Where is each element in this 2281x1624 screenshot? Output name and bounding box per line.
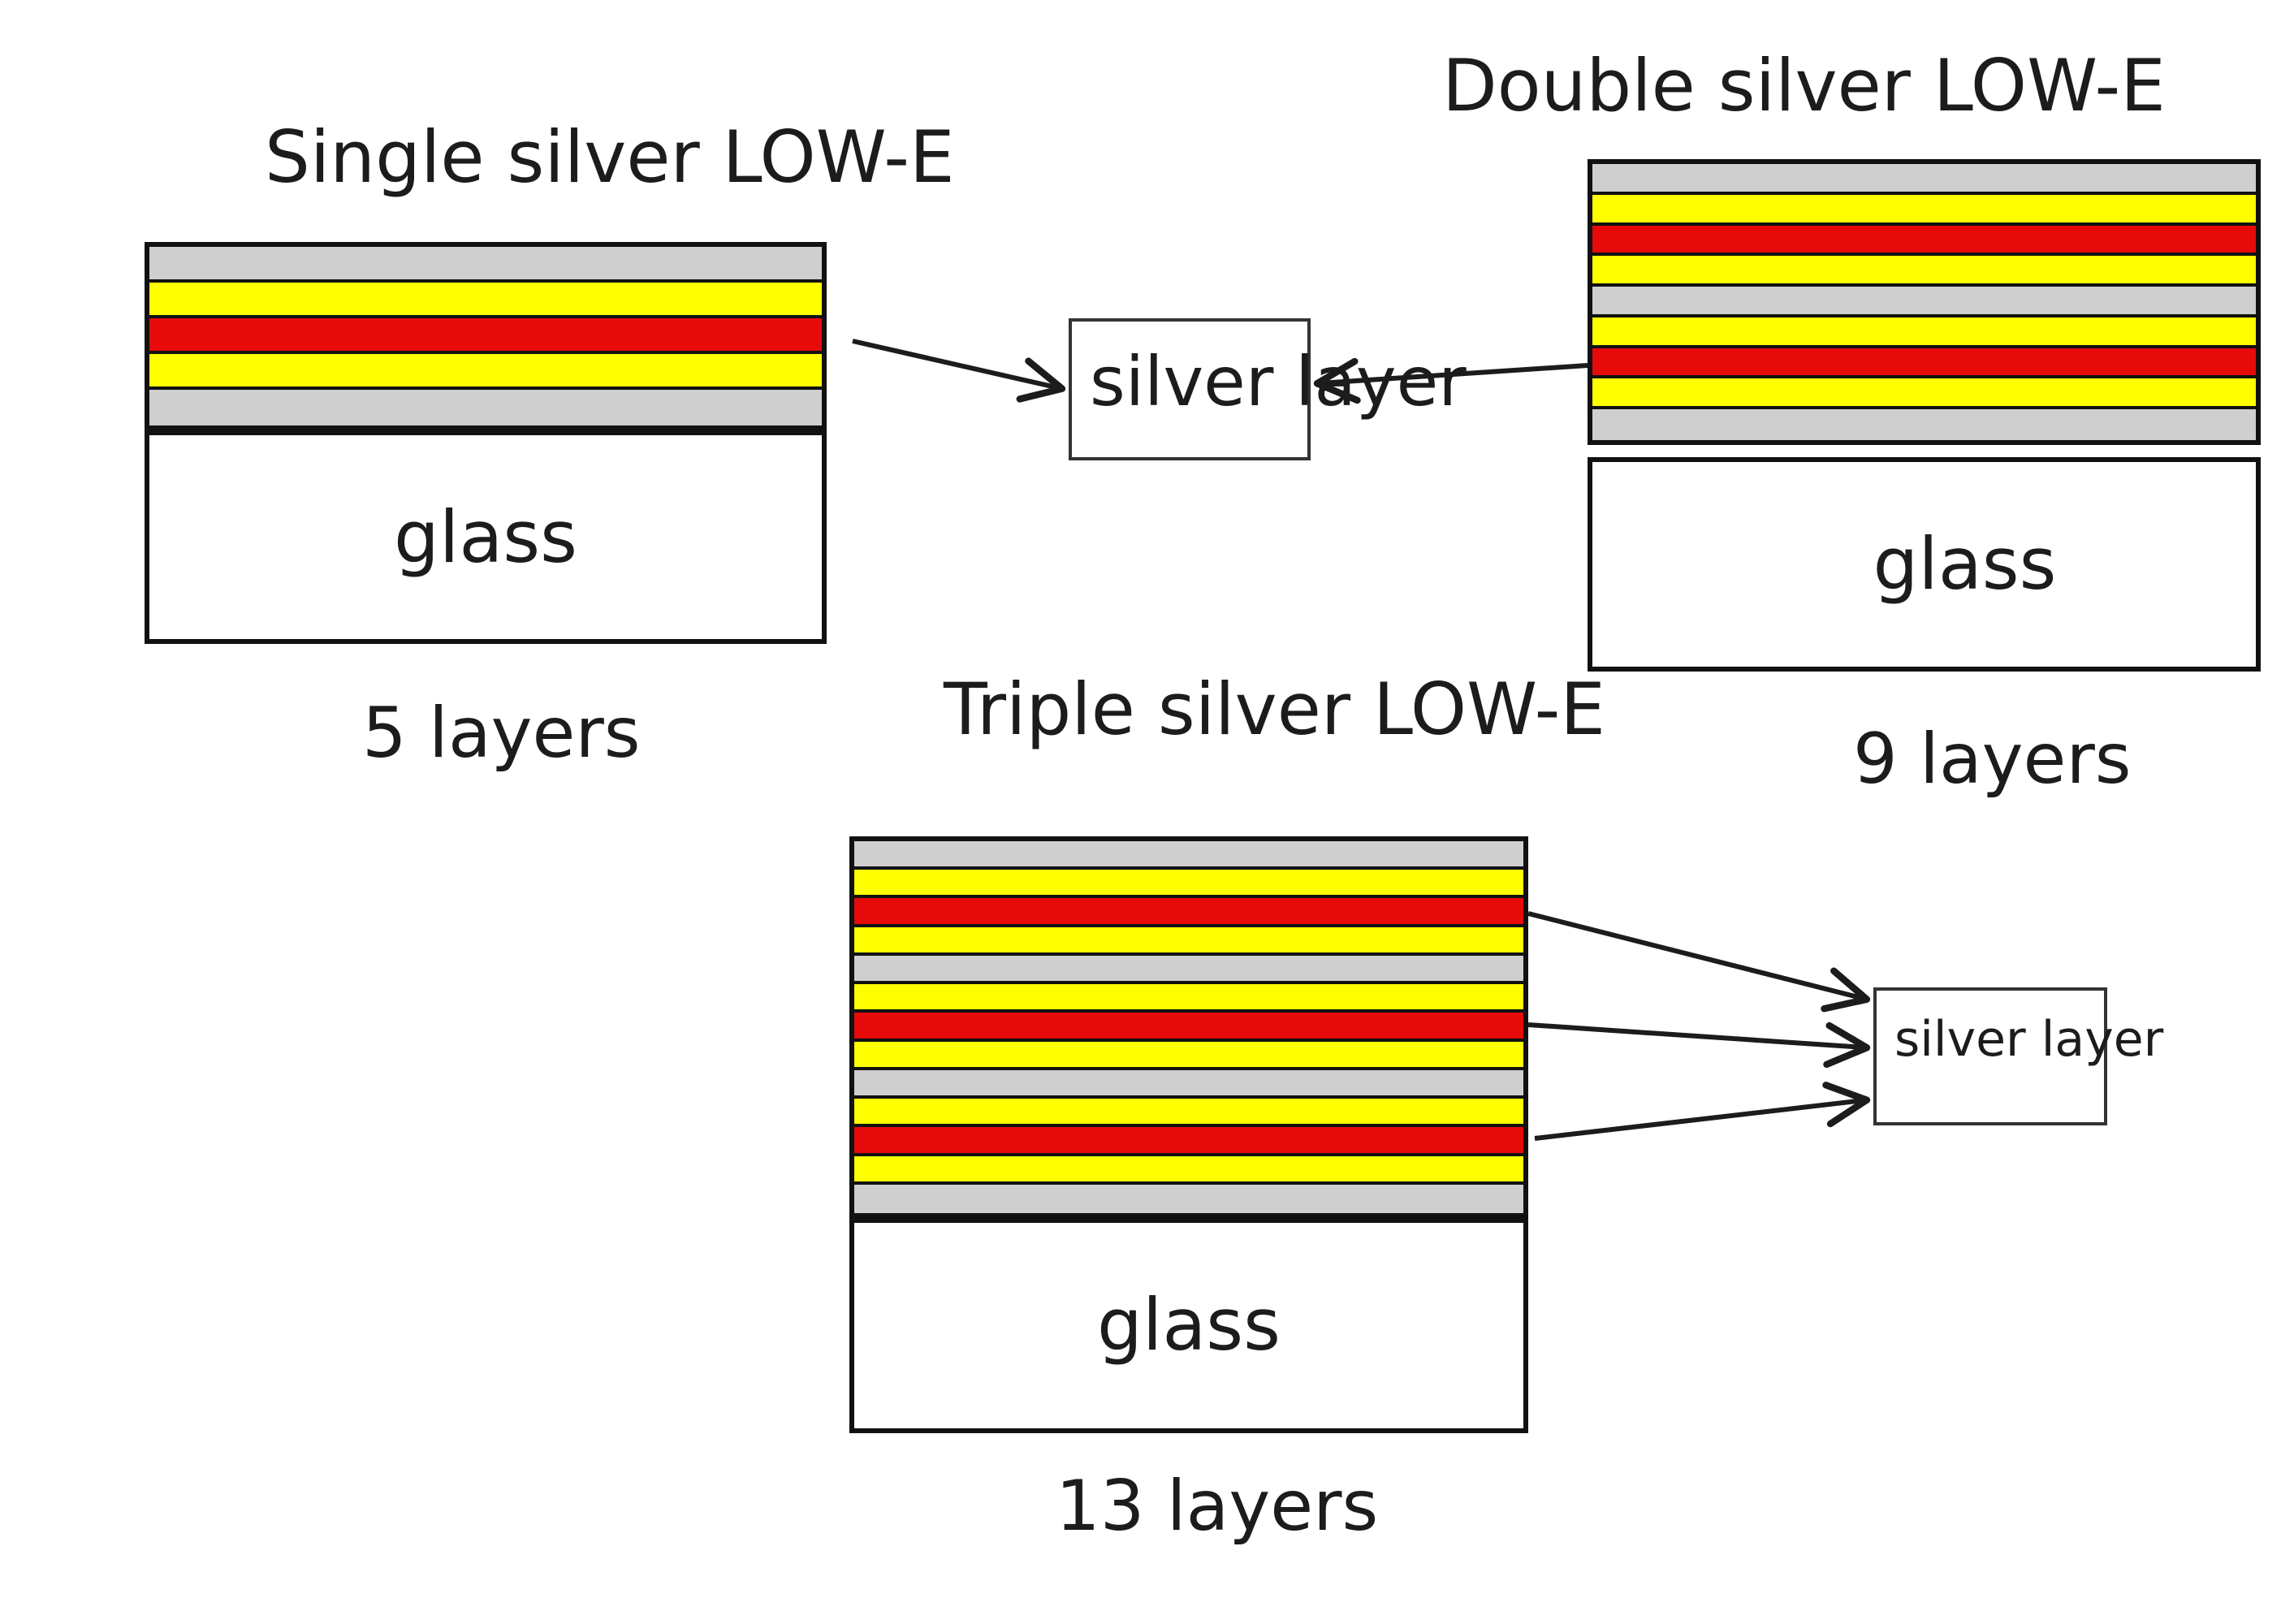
triple-layer-7-silver [854,1013,1523,1042]
single-layer-5-dielectric [149,390,822,425]
triple-layer-13-dielectric [854,1184,1523,1213]
silver-layer-callout-box-lower [1873,987,2107,1125]
double-layer-2-barrier [1592,194,2256,226]
double-layer-4-barrier [1592,256,2256,287]
triple-layer-9-dielectric [854,1069,1523,1099]
triple-layer-3-silver [854,898,1523,927]
triple-silver-layer-stack [849,836,1528,1218]
single-layer-4-barrier [149,354,822,390]
double-layer-6-barrier [1592,317,2256,348]
triple-layer-8-barrier [854,1041,1523,1070]
single-glass-label: glass [394,495,577,579]
double-layer-3-silver [1592,225,2256,257]
single-layer-1-dielectric [149,247,822,283]
arrow-triple-middle-silver [1527,1021,1871,1069]
silver-layer-callout-label-lower: silver layer [1894,1011,2164,1068]
arrow-triple-top-silver [1527,911,1871,1013]
single-glass-substrate: glass [145,430,827,644]
arrow-triple-bottom-silver [1534,1082,1871,1141]
double-layer-1-dielectric [1592,164,2256,195]
double-glass-label: glass [1873,522,2057,606]
single-layer-2-barrier [149,283,822,318]
arrow-single-to-silver-layer [852,339,1066,403]
single-silver-title: Single silver LOW-E [265,115,955,199]
single-layer-3-silver [149,318,822,354]
arrow-double-to-silver-layer [1313,357,1588,404]
double-layer-8-barrier [1592,378,2256,410]
double-layer-9-dielectric [1592,409,2256,440]
triple-layer-12-barrier [854,1155,1523,1185]
triple-layer-4-barrier [854,926,1523,956]
triple-silver-title: Triple silver LOW-E [944,667,1605,751]
triple-glass-substrate: glass [849,1218,1528,1433]
double-silver-layer-stack [1588,159,2261,445]
triple-layer-6-barrier [854,984,1523,1013]
triple-layer-11-silver [854,1127,1523,1156]
double-layer-7-silver [1592,348,2256,379]
silver-layer-callout-box-upper [1069,318,1311,460]
triple-layer-1-dielectric [854,841,1523,870]
double-silver-title: Double silver LOW-E [1442,44,2166,127]
double-layer-5-dielectric [1592,287,2256,317]
single-layer-count: 5 layers [362,693,641,774]
triple-glass-label: glass [1097,1283,1281,1367]
triple-layer-5-dielectric [854,955,1523,985]
silver-layer-callout-label-upper: silver layer [1090,342,1467,421]
triple-layer-count: 13 layers [1056,1466,1379,1547]
single-silver-layer-stack [145,242,827,430]
double-glass-substrate: glass [1588,457,2261,672]
double-layer-count: 9 layers [1853,719,2132,800]
triple-layer-2-barrier [854,870,1523,899]
triple-layer-10-barrier [854,1099,1523,1128]
